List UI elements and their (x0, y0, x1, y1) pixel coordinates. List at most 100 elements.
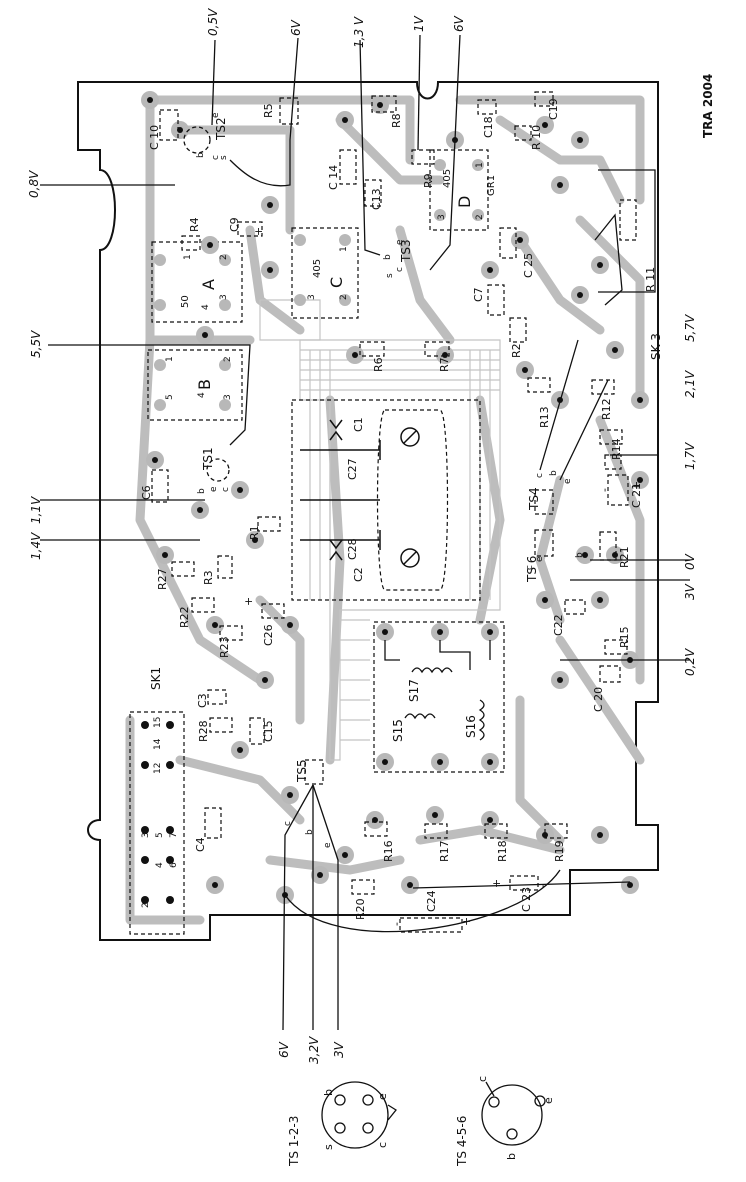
component-label: 50 (180, 295, 191, 308)
component-label: R20 (354, 898, 367, 920)
tuning-capacitor (300, 419, 420, 568)
component-label: C 21 (630, 483, 643, 508)
pin-b-label: b (322, 1089, 335, 1096)
component-label: TS5 (295, 759, 309, 783)
component-label: C (327, 277, 346, 288)
component-label: C13 (370, 188, 383, 210)
component-label: C4 (194, 837, 207, 852)
component-label: R28 (197, 720, 210, 742)
component-label: C 14 (327, 165, 340, 190)
signal-wires (40, 34, 690, 1031)
voltage-label: 6V (452, 15, 466, 32)
pinout-label-ts123: TS 1-2-3 (287, 1116, 301, 1167)
component-label: TS4 (527, 487, 541, 511)
pin-label: 5 (165, 394, 175, 400)
component-label: TS2 (214, 117, 228, 141)
module-b-outline (147, 349, 243, 421)
pin-label: e (209, 486, 219, 492)
pin-label: 15 (153, 717, 163, 728)
pin-label: e (211, 112, 221, 118)
board-reference: TRA 2004 (701, 74, 715, 138)
component-label: R5 (262, 103, 275, 118)
component-label: C18 (482, 116, 495, 138)
coil-module-outline (373, 621, 505, 773)
pin-label: 5 (155, 832, 165, 838)
component-label: C7 (472, 287, 485, 302)
pinout-label-ts456: TS 4-5-6 (455, 1116, 469, 1167)
voltage-label: 1,4V (29, 532, 43, 560)
component-label: R27 (156, 568, 169, 590)
component-label: TS 6 (525, 556, 539, 583)
pin-label: 4 (197, 392, 207, 398)
component-label: C28 (346, 538, 359, 560)
component-label: C 25 (522, 253, 535, 278)
pin-label: c (283, 821, 293, 826)
board-outline (77, 81, 659, 941)
pin-s-label: s (322, 1144, 335, 1150)
component-label: R3 (202, 570, 215, 585)
pin-label: 3 (437, 214, 447, 220)
pin-label: s (385, 273, 395, 278)
pin-label: 2 (475, 214, 485, 220)
pin-label: 3 (141, 832, 151, 838)
component-label: R12 (600, 398, 613, 420)
component-label: C1 (352, 417, 365, 432)
voltage-label: 1,3 V (352, 16, 366, 48)
pin-label: + (490, 879, 503, 888)
component-label: R19 (553, 840, 566, 862)
pin-e-label: e (376, 1093, 389, 1100)
component-label: TS1 (201, 447, 215, 471)
component-label: R17 (438, 840, 451, 862)
voltage-label: 1,1V (29, 496, 43, 524)
transistor-pinout-ts123: b e s c TS 1-2-3 (287, 1081, 397, 1167)
component-label: C6 (140, 485, 153, 500)
voltage-label: 2,1V (683, 370, 697, 398)
pin-label: 2 (223, 356, 233, 362)
component-label: R8 (390, 113, 403, 128)
pin-label: + (252, 227, 265, 236)
component-label: R4 (188, 217, 201, 232)
sk1-connector-outline (129, 711, 185, 935)
voltage-label: 0,5V (206, 8, 220, 36)
voltage-label: 0,2V (683, 648, 697, 676)
pin-label: - (598, 488, 611, 492)
pin-label: c (525, 565, 535, 570)
pin-label: 3 (307, 294, 317, 300)
component-label: C19 (547, 98, 560, 120)
component-label: R21 (618, 546, 631, 568)
pin-label: b (197, 488, 207, 494)
component-label: R16 (382, 840, 395, 862)
pin-label: 2 (141, 902, 151, 908)
component-label: 405 (442, 169, 453, 188)
component-label: S17 (407, 679, 421, 702)
voltage-label: 6V (277, 1041, 291, 1058)
pin-label: e (395, 239, 405, 245)
module-a-outline (151, 241, 243, 323)
pin-label: c (395, 267, 405, 272)
pin-c-label: c (376, 1142, 389, 1148)
component-label: C2 (352, 567, 365, 582)
voltage-label: 1V (412, 15, 426, 32)
component-label: R14 (610, 438, 623, 460)
pin-e-label: e (542, 1097, 555, 1104)
pin-label: 1 (339, 246, 349, 252)
component-label: GR1 (486, 175, 497, 196)
component-label: R9 (422, 173, 435, 188)
pin-label: 2 (339, 294, 349, 300)
voltage-label: 3,2V (307, 1036, 321, 1064)
pin-label: - (536, 884, 549, 888)
component-label: S15 (391, 719, 405, 742)
pin-label: 1 (475, 162, 485, 168)
component-label: C9 (228, 217, 241, 232)
pin-label: b (549, 470, 559, 476)
component-label: C26 (262, 624, 275, 646)
pin-label: + (460, 917, 473, 926)
pin-label: b (383, 254, 393, 260)
component-label: R23 (218, 636, 231, 658)
component-label: C 20 (592, 687, 605, 712)
component-label: R13 (538, 406, 551, 428)
component-label: C 10 (148, 125, 161, 150)
pin-labels: e b c s e b c s b e c c b e e c b c b e … (141, 112, 643, 926)
pin-label: + (242, 597, 255, 606)
